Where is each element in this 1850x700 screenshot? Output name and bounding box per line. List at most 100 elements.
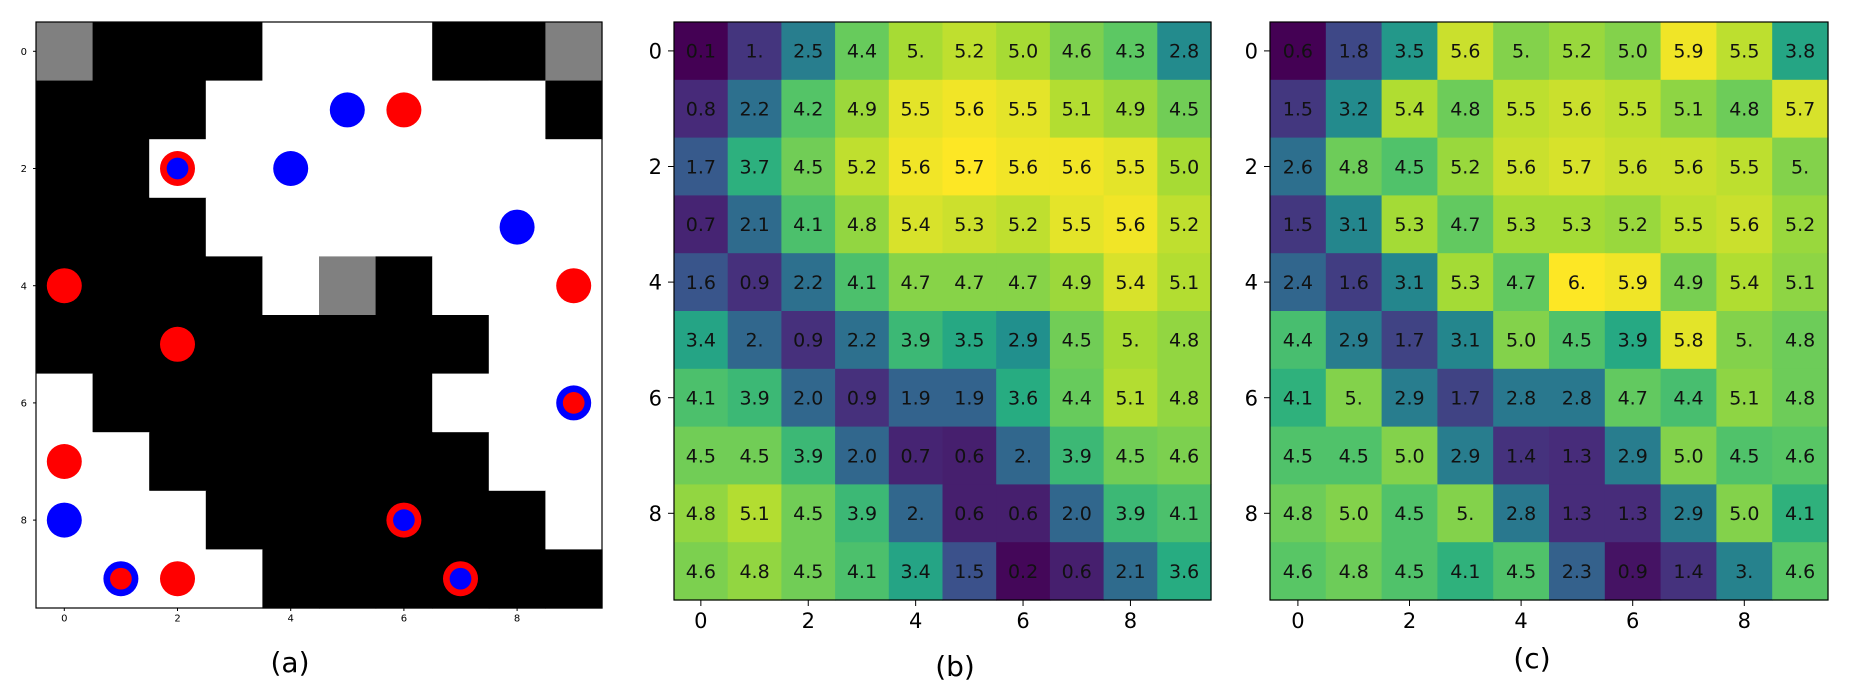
heatmap-cell [1381,542,1438,601]
heatmap-cell-label: 4.7 [1450,214,1480,236]
heatmap-cell [1157,426,1212,485]
heatmap-cell [1549,484,1606,543]
heatmap-cell-label: 4.5 [1506,561,1536,583]
heatmap-cell [1437,426,1494,485]
heatmap-cell [1325,22,1383,81]
heatmap-cell-label: 4.7 [1618,388,1648,410]
heatmap-cell-label: 4.6 [1785,561,1815,583]
heatmap-cell-label: 1.7 [1394,330,1424,352]
heatmap-cell [1660,368,1717,428]
map-cell [545,549,603,609]
heatmap-cell-label: 0.9 [739,272,769,294]
heatmap-cell [1270,195,1327,254]
heatmap-cell-label: 5.6 [1450,41,1480,63]
heatmap-cell [1157,79,1212,139]
heatmap-cell-label: 4.5 [1283,445,1313,467]
heatmap-cell [1270,368,1327,428]
map-cell [149,80,207,140]
heatmap-cell [1437,195,1494,254]
heatmap-cell [1549,311,1606,370]
heatmap-cell-label: 5.0 [1339,503,1369,525]
heatmap-cell [1437,484,1494,543]
heatmap-cell-label: 5.6 [954,99,984,121]
heatmap-cell-label: 5.5 [1729,156,1759,178]
map-cell [262,549,320,609]
map-cell [319,256,377,316]
heatmap-cell [1716,311,1773,370]
heatmap-cell [1493,368,1550,428]
panel-b-x-tick-label: 4 [909,609,922,633]
heatmap-cell [1493,542,1550,601]
heatmap-cell-label: 5.2 [954,41,984,63]
heatmap-cell-label: 1.7 [1450,388,1480,410]
heatmap-cell [1103,542,1158,601]
map-cell [205,549,263,609]
heatmap-cell [727,22,782,81]
heatmap-cell [1437,79,1494,139]
panel-c-x-tick-label: 6 [1626,609,1639,633]
marker-blue [499,209,535,245]
heatmap-cell [1716,426,1773,485]
heatmap-cell [727,79,782,139]
map-cell [262,197,320,257]
heatmap-cell-label: 4.9 [1673,272,1703,294]
heatmap-cell [1437,253,1494,312]
map-cell [432,80,490,140]
map-cell [375,315,433,375]
heatmap-cell-label: 5.7 [1562,156,1592,178]
panel-c-y-tick-label: 4 [1245,271,1258,295]
heatmap-cell-label: 4.5 [793,561,823,583]
heatmap-cell [1049,542,1105,601]
heatmap-cell-label: 5.0 [1506,330,1536,352]
heatmap-cell-label: 5.5 [1618,99,1648,121]
heatmap-cell [942,426,997,485]
heatmap-cell-label: 1.3 [1562,503,1592,525]
heatmap-cell [1549,137,1606,196]
heatmap-cell [888,484,944,543]
map-cell [545,22,603,82]
panel-c-frame [1269,21,1829,601]
heatmap-cell-label: 0.9 [793,330,823,352]
heatmap-cell-label: 0.7 [686,214,716,236]
heatmap-cell-label: 4.5 [1729,445,1759,467]
heatmap-cell [1660,22,1717,81]
heatmap-cell-label: 4.8 [1283,503,1313,525]
heatmap-cell [1381,426,1438,485]
map-cell [545,80,603,140]
heatmap-cell [1716,484,1773,543]
heatmap-cell-label: 4.4 [1283,330,1313,352]
heatmap-cell-label: 5.6 [1618,156,1648,178]
map-cell [36,549,94,609]
heatmap-cell-label: 5.6 [1562,99,1592,121]
map-cell [432,432,490,492]
heatmap-cell [835,311,890,370]
heatmap-cell [781,22,836,81]
map-cell [488,139,546,199]
heatmap-cell-label: 2.4 [1283,272,1313,294]
heatmap-cell [1493,253,1550,312]
map-cell [92,197,150,257]
heatmap-cell-label: 4.1 [686,388,716,410]
heatmap-cell-label: 1.6 [1339,272,1369,294]
heatmap-cell-label: 2.9 [1394,388,1424,410]
heatmap-cell [835,368,890,428]
heatmap-cell-label: 4.5 [1394,156,1424,178]
heatmap-cell [1381,484,1438,543]
heatmap-cell [1157,195,1212,254]
heatmap-cell-label: 1.5 [1283,214,1313,236]
map-cell [36,139,94,199]
heatmap-cell [674,311,729,370]
heatmap-cell [996,253,1051,312]
heatmap-cell-label: 3. [1735,561,1753,583]
heatmap-cell [1549,368,1606,428]
map-cell [432,256,490,316]
heatmap-cell-label: 4.5 [1394,561,1424,583]
heatmap-cell [1604,137,1662,196]
heatmap-cell-label: 4.1 [1169,503,1199,525]
heatmap-cell-label: 4.6 [686,561,716,583]
heatmap-cell-label: 5.6 [1729,214,1759,236]
heatmap-cell [1103,311,1158,370]
heatmap-cell-label: 3.5 [1394,41,1424,63]
heatmap-cell [1270,22,1327,81]
panel-c-caption: (c) [1513,642,1550,675]
